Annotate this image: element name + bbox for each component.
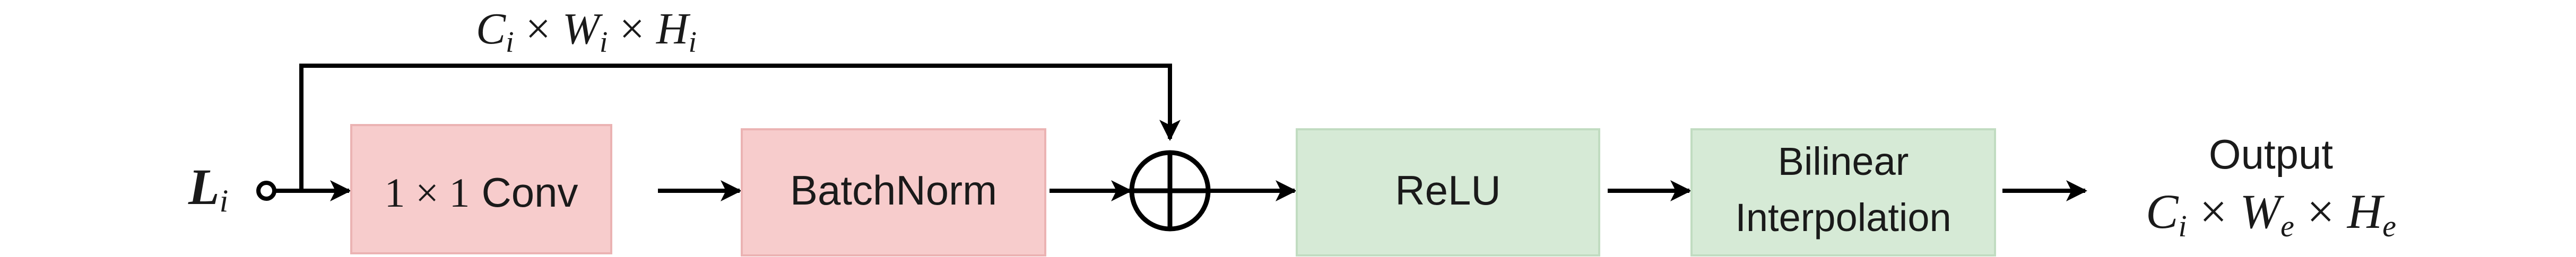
relu-block xyxy=(1296,128,1600,256)
bilinear-block-label-line2: Interpolation xyxy=(1735,196,1951,240)
bilinear-block-label-line1: Bilinear xyxy=(1778,139,1909,183)
input-node xyxy=(256,181,276,201)
output-title: Output xyxy=(2209,131,2333,178)
conv-block xyxy=(350,124,612,254)
bilinear-block xyxy=(1690,128,1996,256)
batchnorm-block xyxy=(741,128,1046,256)
output-dimension-label: Ci×We×He xyxy=(2146,184,2396,243)
relu-block-label: ReLU xyxy=(1395,167,1501,214)
sum-node xyxy=(1129,150,1211,232)
batchnorm-block-label: BatchNorm xyxy=(790,167,997,214)
skip-dimension-label: Ci×Wi×Hi xyxy=(476,4,697,59)
skip-connection xyxy=(299,64,1181,191)
input-symbol: Li xyxy=(188,158,228,218)
